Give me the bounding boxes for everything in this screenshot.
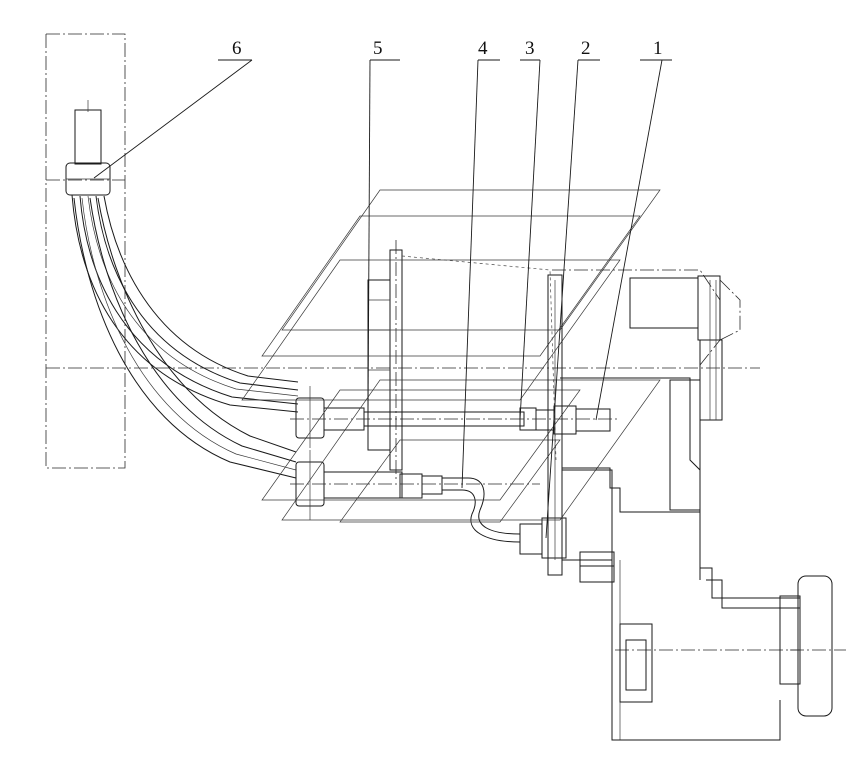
callout-3: 3 [525,38,535,59]
lower-fitting-assembly [290,450,567,559]
top-fitting [65,100,111,196]
callout-1: 1 [653,38,663,59]
callout-2: 2 [581,38,591,59]
overlay-guides [241,189,661,523]
pipe-bundle [71,194,299,479]
callout-4: 4 [478,38,488,59]
leader-lines [93,59,672,539]
callout-6: 6 [232,38,242,59]
left-frame [45,33,126,469]
upper-fitting-assembly [290,386,620,448]
housing [547,269,846,741]
callout-5: 5 [373,38,383,59]
callout-labels: 6 5 4 3 2 1 [232,38,663,59]
